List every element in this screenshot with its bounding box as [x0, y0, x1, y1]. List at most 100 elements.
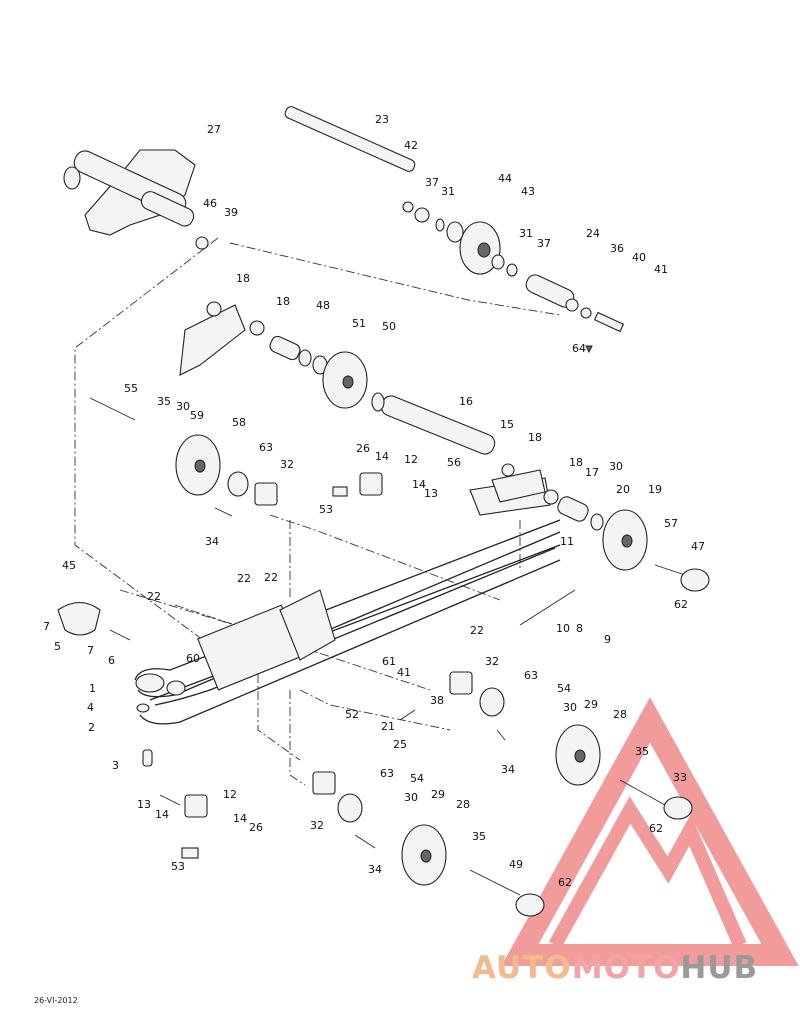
callout-12: 12 — [404, 453, 418, 466]
callout-20: 20 — [616, 483, 630, 496]
callout-53: 53 — [319, 503, 333, 516]
callout-34: 34 — [501, 763, 515, 776]
callout-50: 50 — [382, 320, 396, 333]
callout-15: 15 — [500, 418, 514, 431]
callout-63: 63 — [259, 441, 273, 454]
callout-47: 47 — [691, 540, 705, 553]
callout-34: 34 — [205, 535, 219, 548]
callout-62: 62 — [558, 876, 572, 889]
callout-64: 64 — [572, 342, 586, 355]
callout-28: 28 — [456, 798, 470, 811]
callout-28: 28 — [613, 708, 627, 721]
callout-33: 33 — [673, 771, 687, 784]
callout-56: 56 — [447, 456, 461, 469]
callout-36: 36 — [610, 242, 624, 255]
callout-44: 44 — [498, 172, 512, 185]
callout-52: 52 — [345, 708, 359, 721]
upper-shaft — [284, 106, 625, 354]
callout-30: 30 — [176, 400, 190, 413]
callout-19: 19 — [648, 483, 662, 496]
callout-40: 40 — [632, 251, 646, 264]
callout-29: 29 — [584, 698, 598, 711]
callout-5: 5 — [54, 640, 61, 653]
callout-24: 24 — [586, 227, 600, 240]
callout-22: 22 — [147, 590, 161, 603]
callout-55: 55 — [124, 382, 138, 395]
callout-37: 37 — [425, 176, 439, 189]
callout-63: 63 — [524, 669, 538, 682]
callout-30: 30 — [609, 460, 623, 473]
callout-35: 35 — [635, 745, 649, 758]
callout-14: 14 — [375, 450, 389, 463]
callout-18: 18 — [528, 431, 542, 444]
callout-29: 29 — [431, 788, 445, 801]
diagram-date: 26-VI-2012 — [34, 996, 78, 1005]
callout-12: 12 — [223, 788, 237, 801]
watermark-brand-text: AUTOMOTOHUB — [472, 950, 758, 986]
callout-59: 59 — [190, 409, 204, 422]
callout-48: 48 — [316, 299, 330, 312]
middle-wheel-assembly — [179, 301, 368, 409]
callout-54: 54 — [410, 772, 424, 785]
callout-10: 10 — [556, 622, 570, 635]
callout-32: 32 — [280, 458, 294, 471]
callout-45: 45 — [62, 559, 76, 572]
callout-18: 18 — [276, 295, 290, 308]
callout-18: 18 — [569, 456, 583, 469]
callout-6: 6 — [108, 654, 115, 667]
callout-22: 22 — [264, 571, 278, 584]
callout-14: 14 — [233, 812, 247, 825]
callout-25: 25 — [393, 738, 407, 751]
callout-41: 41 — [397, 666, 411, 679]
callout-23: 23 — [375, 113, 389, 126]
callout-62: 62 — [649, 822, 663, 835]
callout-27: 27 — [207, 123, 221, 136]
callout-14: 14 — [412, 478, 426, 491]
callout-31: 31 — [441, 185, 455, 198]
callout-13: 13 — [424, 487, 438, 500]
callout-7: 7 — [87, 644, 94, 657]
callout-16: 16 — [459, 395, 473, 408]
callout-35: 35 — [472, 830, 486, 843]
callout-8: 8 — [576, 622, 583, 635]
callout-26: 26 — [356, 442, 370, 455]
callout-26: 26 — [249, 821, 263, 834]
brand-part-hub: HUB — [680, 950, 759, 986]
callout-2: 2 — [88, 721, 95, 734]
hardware — [57, 397, 710, 917]
callout-58: 58 — [232, 416, 246, 429]
callout-17: 17 — [585, 466, 599, 479]
callout-18: 18 — [236, 272, 250, 285]
callout-14: 14 — [155, 808, 169, 821]
callout-38: 38 — [430, 694, 444, 707]
callout-61: 61 — [382, 655, 396, 668]
callout-11: 11 — [560, 535, 574, 548]
callout-60: 60 — [186, 652, 200, 665]
bracket-assembly — [63, 149, 209, 250]
callout-62: 62 — [674, 598, 688, 611]
lower-shaft — [371, 392, 604, 531]
callout-41: 41 — [654, 263, 668, 276]
callout-63: 63 — [380, 767, 394, 780]
callout-31: 31 — [519, 227, 533, 240]
callout-35: 35 — [157, 395, 171, 408]
callout-57: 57 — [664, 517, 678, 530]
callout-22: 22 — [237, 572, 251, 585]
callout-32: 32 — [485, 655, 499, 668]
callout-4: 4 — [87, 701, 94, 714]
callout-30: 30 — [404, 791, 418, 804]
callout-34: 34 — [368, 863, 382, 876]
callout-53: 53 — [171, 860, 185, 873]
wheels — [175, 434, 648, 886]
callout-46: 46 — [203, 197, 217, 210]
callout-49: 49 — [509, 858, 523, 871]
callout-21: 21 — [381, 720, 395, 733]
callout-37: 37 — [537, 237, 551, 250]
callout-32: 32 — [310, 819, 324, 832]
brand-part-moto: MOTO — [571, 950, 681, 986]
slide-rail — [134, 477, 561, 725]
callout-42: 42 — [404, 139, 418, 152]
callout-22: 22 — [470, 624, 484, 637]
callout-7: 7 — [43, 620, 50, 633]
